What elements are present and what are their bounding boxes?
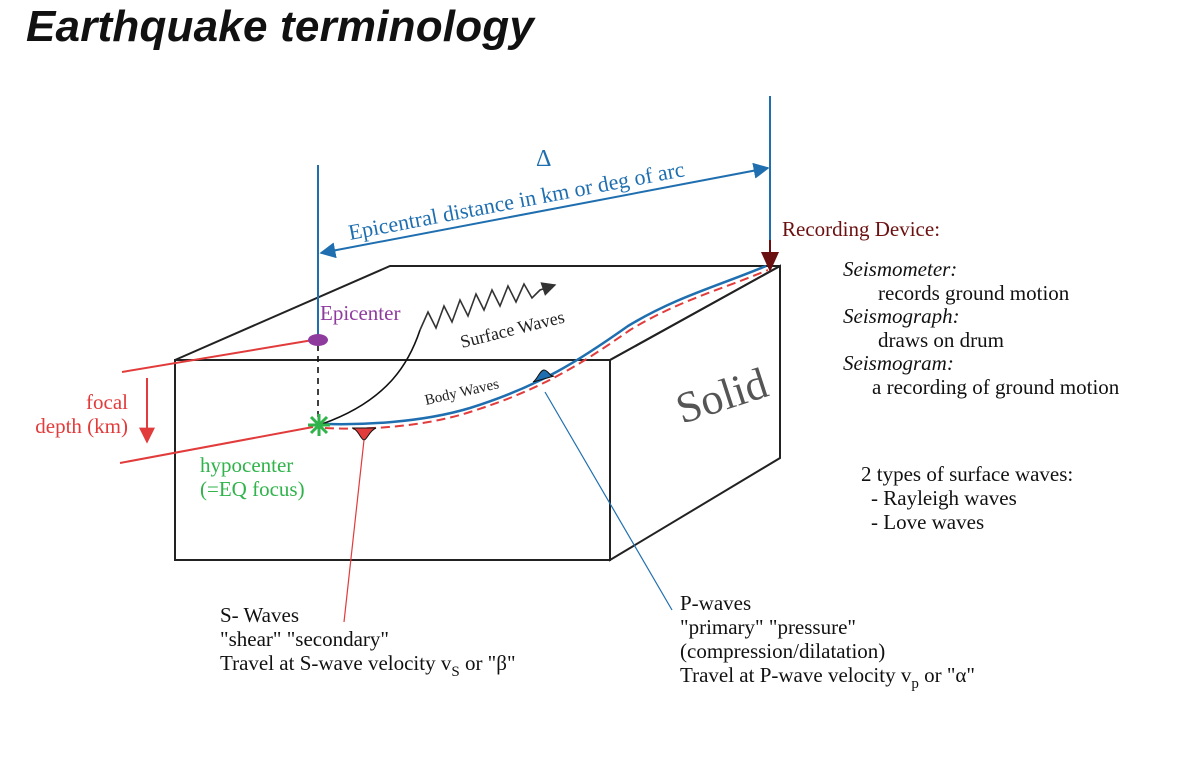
seismometer-desc: records ground motion [878,281,1070,305]
delta-symbol: Δ [536,146,551,172]
epicentral-distance-arrow [319,162,770,259]
recording-device-arrowhead [761,252,779,272]
block-side-face [609,264,781,562]
p-wave-path [324,264,767,426]
hypocenter-label-line1: hypocenter [200,453,293,477]
epicenter-label: Epicenter [320,301,400,325]
focal-plane-line [119,426,314,464]
s-wave-pulse [351,427,377,441]
body-waves-label: Body Waves [423,376,500,409]
surface-wave-squiggle [419,282,557,331]
solid-label: Solid [670,358,774,433]
focal-depth-label-line1: focal [86,390,128,414]
s-waves-names: "shear" "secondary" [220,627,389,651]
seismogram-term: Seismogram: [843,351,954,375]
p-waves-caption: P-waves "primary" "pressure" (compressio… [680,591,975,692]
s-wave-leader-line [343,439,365,623]
p-waves-motion: (compression/dilatation) [680,639,885,663]
s-waves-title: S- Waves [220,603,299,627]
p-waves-title: P-waves [680,591,751,615]
surface-wave-type-item: - Love waves [871,510,984,534]
surface-waves-label: Surface Waves [458,307,566,352]
s-waves-velocity: Travel at S-wave velocity vS or "β" [220,651,516,680]
focal-depth-label-line2: depth (km) [35,414,128,438]
p-waves-names: "primary" "pressure" [680,615,856,639]
surface-plane-line [121,339,314,373]
s-wave-path [324,269,769,430]
surface-wave-type-item: - Rayleigh waves [871,486,1017,510]
p-wave-pulse [532,369,555,383]
s-waves-caption: S- Waves "shear" "secondary" Travel at S… [220,603,516,680]
surface-wave-types-heading: 2 types of surface waves: [861,462,1073,486]
p-waves-velocity: Travel at P-wave velocity vp or "α" [680,663,975,692]
seismograph-term: Seismograph: [843,304,960,328]
recording-device-definitions: Seismometer: records ground motion Seism… [843,257,1120,399]
epicentral-distance-label: Epicentral distance in km or deg of arc [346,156,686,245]
recording-device-label: Recording Device: [782,217,940,241]
hypocenter-label-line2: (=EQ focus) [200,477,305,501]
seismogram-desc: a recording of ground motion [872,375,1120,399]
page-title: Earthquake terminology [26,2,535,51]
surface-wave-types: 2 types of surface waves: - Rayleigh wav… [861,462,1073,534]
seismograph-desc: draws on drum [878,328,1004,352]
epicenter-marker [308,334,328,346]
p-wave-leader-line [544,391,673,611]
hypocenter-star [308,414,330,436]
surface-wave-ray [321,329,421,425]
seismometer-term: Seismometer: [843,257,957,281]
